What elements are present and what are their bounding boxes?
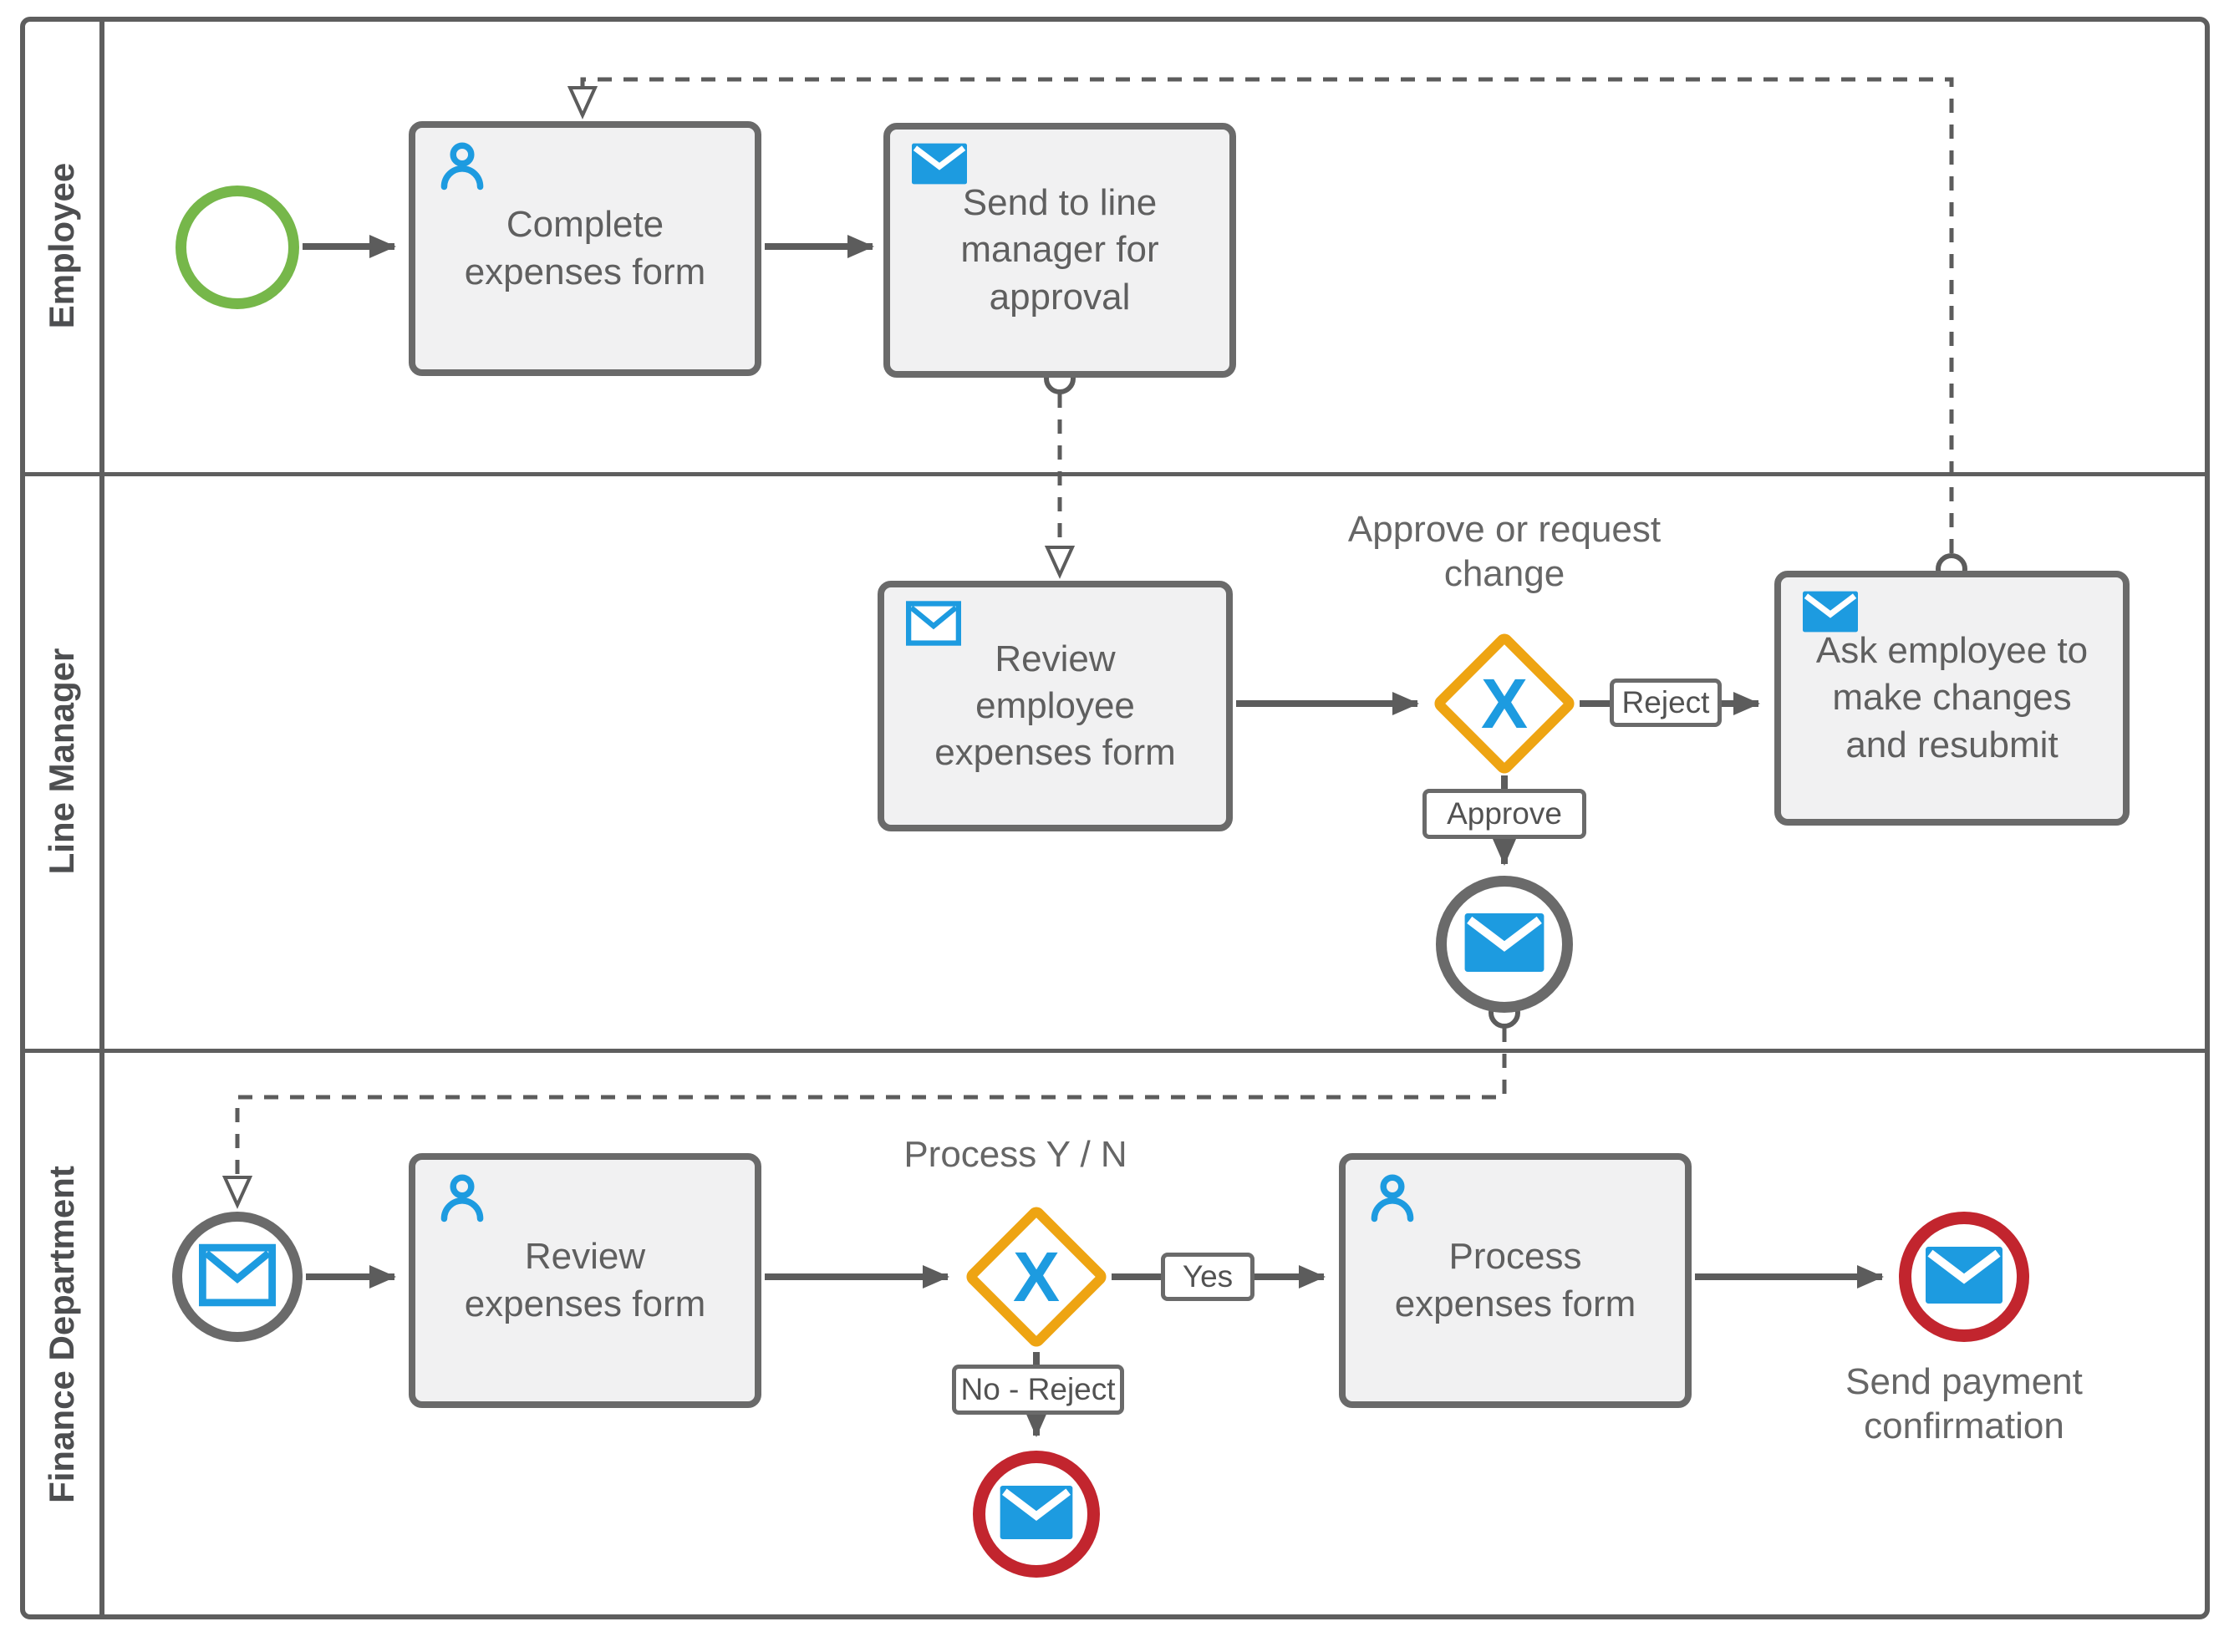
message-start-event [172, 1212, 303, 1342]
start-event [176, 186, 299, 309]
person-icon [437, 141, 487, 205]
message-flow-approved-to-finance [221, 1028, 1507, 1209]
end-event-label-send-payment-confirmation: Send payment confirmation [1845, 1361, 2083, 1446]
task-complete-expenses-form: Complete expenses form [409, 121, 761, 376]
intermediate-message-event [1436, 876, 1573, 1013]
task-label: Review expenses form [464, 1236, 706, 1324]
task-ask-employee-resubmit: Ask employee to make changes and resubmi… [1774, 571, 2130, 826]
flow-label-approve: Approve [1422, 789, 1586, 839]
task-process-expenses-form: Process expenses form [1339, 1153, 1692, 1408]
gateway-x-symbol: X [1480, 663, 1529, 743]
lane-divider-1 [20, 472, 2210, 476]
task-label: Send to line manager for approval [960, 182, 1159, 318]
task-label: Complete expenses form [464, 204, 706, 292]
pool-frame [20, 17, 2210, 1619]
person-icon [437, 1173, 487, 1237]
message-receive-icon [199, 1243, 276, 1311]
task-review-expenses-form: Review expenses form [409, 1153, 761, 1408]
gateway-label-approve-or-request-change: Approve or request change [1347, 509, 1662, 594]
exclusive-gateway-process: X [963, 1203, 1110, 1350]
message-flow-ask-to-complete [567, 77, 1954, 553]
lane-divider-2 [20, 1049, 2210, 1053]
flow-label-no-reject: No - Reject [952, 1365, 1124, 1415]
task-label: Ask employee to make changes and resubmi… [1815, 630, 2089, 765]
flow-label-yes: Yes [1161, 1253, 1254, 1301]
message-send-icon [912, 143, 967, 196]
task-send-to-line-manager: Send to line manager for approval [883, 123, 1236, 378]
flow-label-reject: Reject [1610, 679, 1722, 727]
task-label: Review employee expenses form [934, 638, 1176, 774]
task-review-employee-expenses: Review employee expenses form [878, 581, 1233, 831]
person-icon [1367, 1173, 1417, 1237]
message-receive-icon [906, 601, 961, 658]
message-send-icon [1464, 912, 1545, 976]
gateway-label-process-y-n: Process Y / N [903, 1134, 1127, 1175]
gateway-x-symbol: X [1012, 1237, 1061, 1316]
message-send-icon [1926, 1246, 2003, 1308]
end-event-send-payment [1899, 1212, 2029, 1342]
lane-label-divider [99, 17, 104, 1619]
end-event-reject [973, 1451, 1100, 1578]
message-send-icon [1803, 591, 1858, 644]
message-send-icon [1000, 1485, 1073, 1543]
task-label: Process expenses form [1394, 1236, 1636, 1324]
exclusive-gateway-approve: X [1431, 630, 1578, 777]
